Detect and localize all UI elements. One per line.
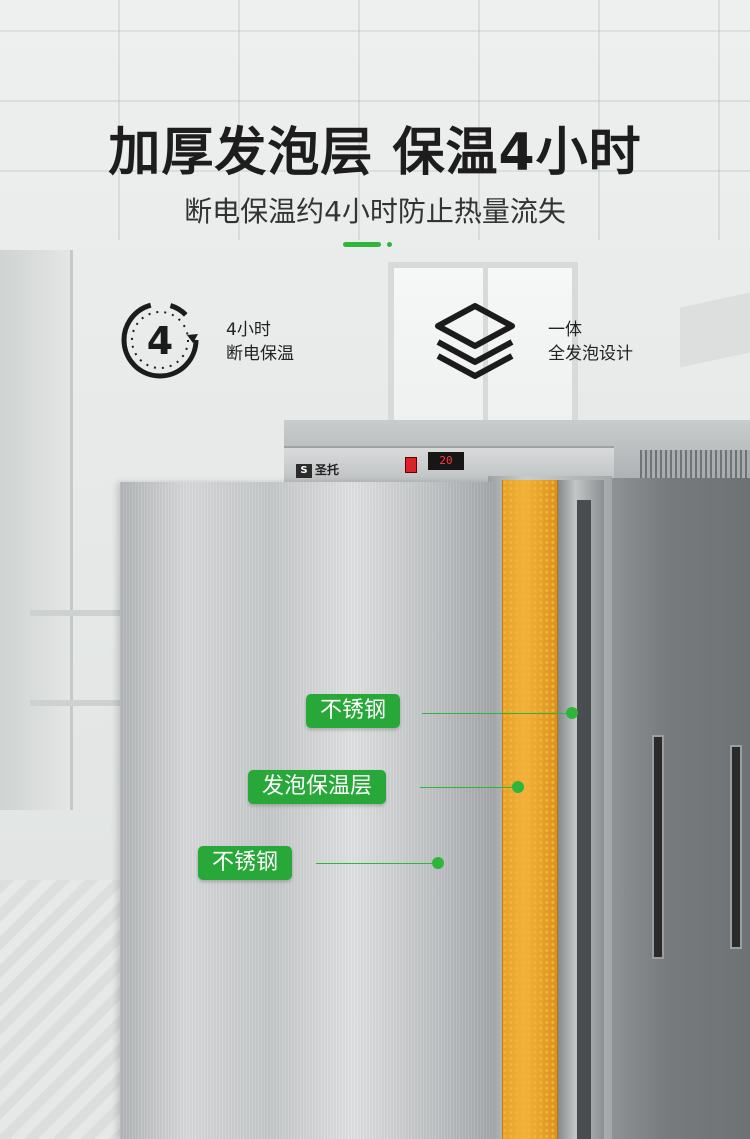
- feature-1-line-2: 断电保温: [226, 344, 294, 364]
- brand-logo-icon: S: [296, 463, 312, 478]
- cabinet-side-panel: [610, 478, 750, 1139]
- brand-name: 圣托: [315, 463, 340, 477]
- feature-1-text: 4小时 断电保温: [226, 318, 294, 366]
- cabinet-door-cutaway: [120, 482, 494, 1139]
- clock-number: 4: [147, 319, 173, 363]
- callout-point: [512, 781, 524, 793]
- feature-2-line-2: 全发泡设计: [548, 344, 633, 364]
- page-title: 加厚发泡层 保温4小时: [108, 123, 642, 183]
- callout-foam-layer: 发泡保温层: [248, 770, 387, 804]
- page-subtitle: 断电保温约4小时防止热量流失: [184, 195, 566, 228]
- callout-point: [566, 707, 578, 719]
- callout-leader-line: [420, 787, 516, 788]
- power-switch: [405, 457, 417, 473]
- background-shelf: [30, 610, 140, 616]
- temperature-display: 20: [428, 452, 464, 470]
- feature-2-line-1: 一体: [548, 320, 582, 340]
- inner-slot: [577, 500, 591, 1139]
- clock-4-hours-icon: 4: [121, 301, 199, 379]
- callout-leader-line: [422, 713, 570, 714]
- stacked-layers-icon: [435, 303, 515, 379]
- ceiling-panels: [0, 0, 750, 240]
- callout-leader-line: [316, 863, 436, 864]
- callout-stainless-steel-inner: 不锈钢: [198, 846, 293, 880]
- side-handle: [730, 745, 742, 949]
- callout-stainless-steel-outer: 不锈钢: [306, 694, 401, 728]
- side-handle: [652, 735, 664, 959]
- feature-1-line-1: 4小时: [226, 320, 271, 340]
- title-underline-bar: [343, 242, 381, 247]
- background-hood: [680, 292, 750, 368]
- background-oven: [0, 250, 73, 810]
- callout-point: [432, 857, 444, 869]
- foam-insulation-layer: [502, 480, 558, 1139]
- background-shelf: [30, 700, 140, 706]
- feature-2-text: 一体 全发泡设计: [548, 318, 633, 366]
- background-floor: [0, 880, 120, 1139]
- title-underline-dot: [387, 242, 392, 247]
